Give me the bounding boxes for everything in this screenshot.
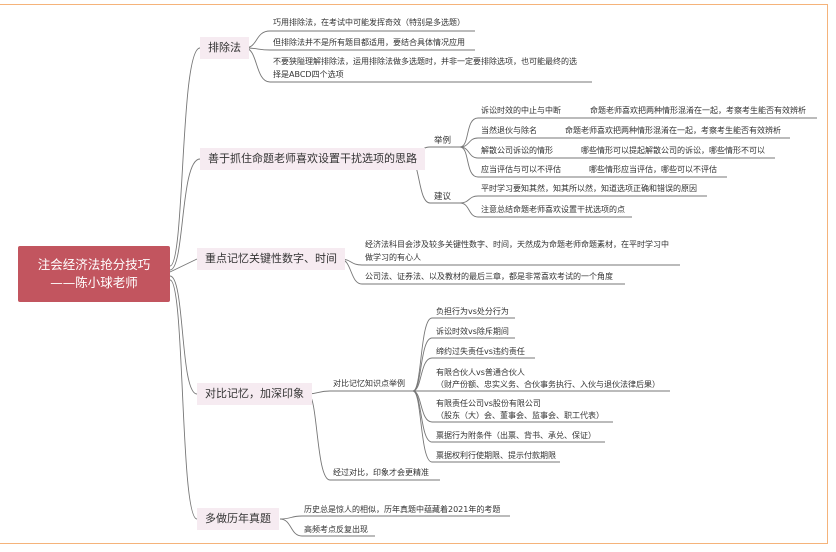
branch-elimination[interactable]: 排除法: [200, 37, 249, 59]
comparison-item[interactable]: 诉讼时效vs除斥期间: [436, 327, 509, 336]
comparison-item[interactable]: 有限责任公司vs股份有限公司: [436, 399, 541, 408]
sub-examples[interactable]: 举例: [434, 136, 452, 146]
example-topic[interactable]: 诉讼时效的中止与中断: [481, 106, 561, 115]
example-topic[interactable]: 解散公司诉讼的情形: [481, 146, 553, 155]
example-note[interactable]: 哪些情形可以提起解散公司的诉讼，哪些情形不可以: [581, 146, 765, 155]
example-topic[interactable]: 当然退伙与除名: [481, 126, 537, 135]
comparison-item[interactable]: 缔约过失责任vs违约责任: [436, 347, 525, 356]
comparison-item[interactable]: 负担行为vs处分行为: [436, 307, 509, 316]
comparison-item-detail: （股东（大）会、董事会、监事会、职工代表）: [436, 411, 604, 420]
example-note[interactable]: 命题老师喜欢把两种情形混淆在一起，考察考生能否有效辨析: [590, 106, 806, 115]
root-author: ——陈小球老师: [50, 275, 138, 290]
example-note[interactable]: 哪些情形应当评估，哪些可以不评估: [589, 165, 717, 174]
leaf-continued: 做学习的有心人: [365, 253, 421, 262]
suggestion[interactable]: 平时学习要知其然，知其所以然，知道选项正确和错误的原因: [481, 184, 697, 193]
leaf[interactable]: 公司法、证券法、以及教材的最后三章，都是非常喜欢考试的一个角度: [365, 272, 613, 281]
leaf[interactable]: 巧用排除法，在考试中可能发挥奇效（特别是多选题）: [273, 18, 465, 27]
branch-distractor-thinking[interactable]: 善于抓住命题老师喜欢设置干扰选项的思路: [200, 148, 425, 170]
root-node[interactable]: 注会经济法抢分技巧 ——陈小球老师: [18, 246, 170, 302]
example-topic[interactable]: 应当评估与可以不评估: [481, 165, 561, 174]
example-note[interactable]: 命题老师喜欢把两种情形混淆在一起，考察考生能否有效辨析: [565, 126, 781, 135]
leaf[interactable]: 经济法科目会涉及较多关键性数字、时间，天然成为命题老师命题素材，在平时学习中: [365, 240, 669, 249]
leaf[interactable]: 高频考点反复出现: [304, 525, 368, 534]
page-frame: [0, 4, 828, 544]
branch-comparison-memory[interactable]: 对比记忆，加深印象: [197, 383, 312, 405]
branch-past-exams[interactable]: 多做历年真题: [197, 508, 279, 530]
branch-key-numbers[interactable]: 重点记忆关键性数字、时间: [197, 248, 345, 270]
sub-suggestions[interactable]: 建议: [434, 192, 452, 202]
comparison-item[interactable]: 有限合伙人vs普通合伙人: [436, 368, 525, 377]
leaf[interactable]: 不要狭隘理解排除法，运用排除法做多选题时，并非一定要排除选项，也可能最终的选: [273, 57, 577, 66]
comparison-item[interactable]: 票据行为附条件（出票、背书、承兑、保证）: [436, 431, 596, 440]
leaf[interactable]: 但排除法并不是所有题目都适用，要结合具体情况应用: [273, 38, 465, 47]
suggestion[interactable]: 注意总结命题老师喜欢设置干扰选项的点: [481, 205, 625, 214]
root-title: 注会经济法抢分技巧: [37, 257, 151, 272]
comparison-item-detail: （财产份额、忠实义务、合伙事务执行、入伙与退伙法律后果）: [436, 380, 660, 389]
comparison-item[interactable]: 票据权利行使期限、提示付款期限: [436, 451, 556, 460]
sub-comparison-examples[interactable]: 对比记忆知识点举例: [333, 379, 405, 388]
sub-comparison-conclusion[interactable]: 经过对比，印象才会更精准: [333, 468, 429, 477]
leaf-continued: 择是ABCD四个选项: [273, 70, 344, 79]
leaf[interactable]: 历史总是惊人的相似，历年真题中蕴藏着2021年的考题: [304, 505, 501, 514]
